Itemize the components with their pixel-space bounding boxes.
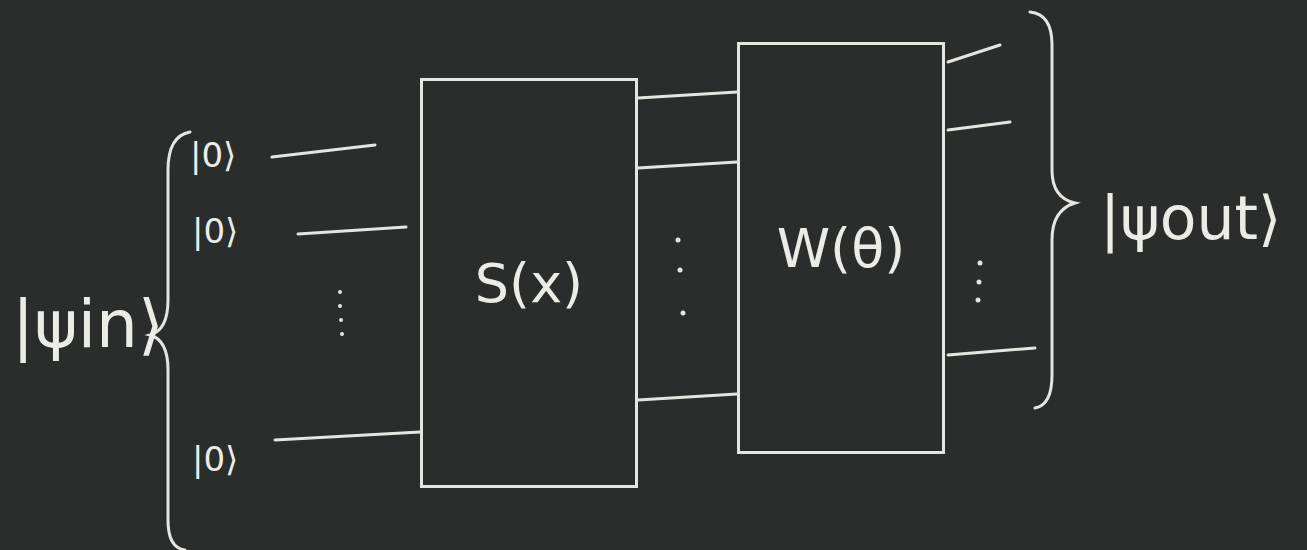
gate-box: S(x) <box>420 78 638 488</box>
gate-label: S(x) <box>475 252 583 315</box>
qubit-ket: |0⟩ <box>192 442 238 476</box>
qubit-ket: |0⟩ <box>190 138 236 172</box>
state-ket: |ψin⟩ <box>12 292 164 358</box>
qubit-wire <box>638 92 737 98</box>
qubit-wire <box>638 162 737 168</box>
gate-box: W(θ) <box>737 42 945 454</box>
gate-label: W(θ) <box>777 217 906 280</box>
qubit-ket: |0⟩ <box>192 214 238 248</box>
state-ket: |ψout⟩ <box>1100 188 1281 248</box>
qubit-wire <box>638 394 737 400</box>
